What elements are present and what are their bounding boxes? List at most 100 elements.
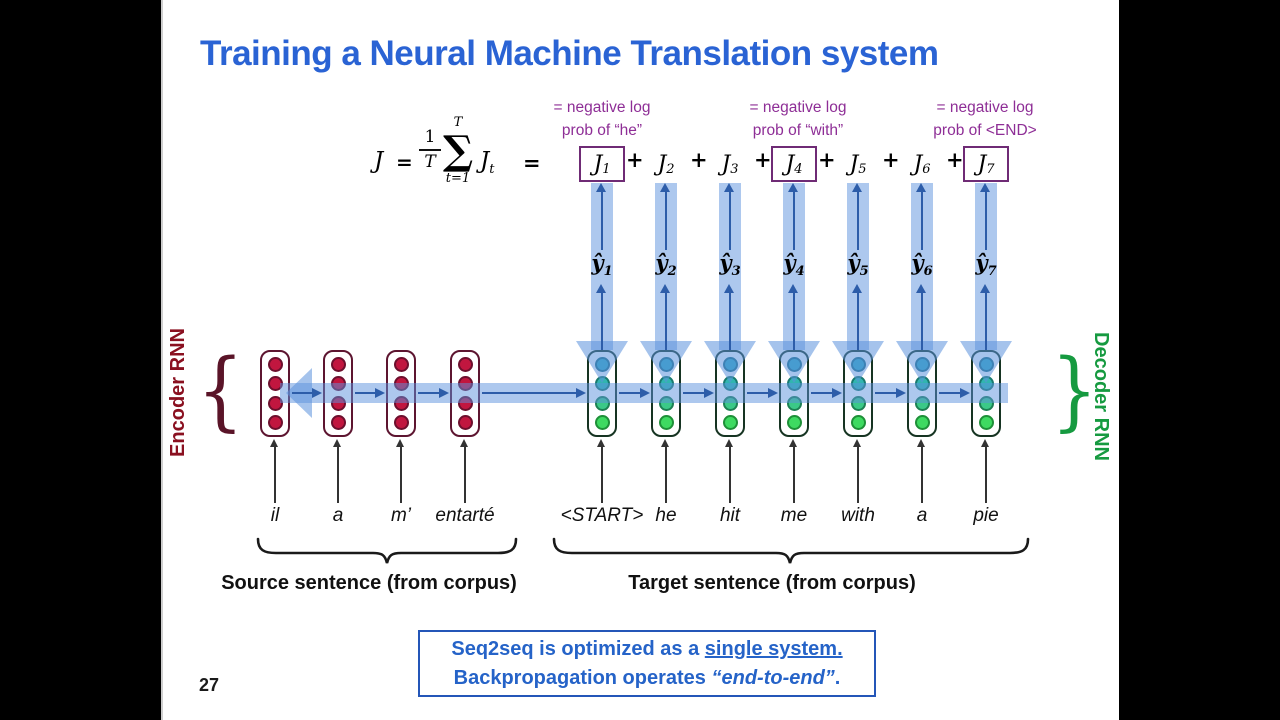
hidden-state-arrowhead-right — [768, 388, 778, 398]
hidden-state-arrowhead-right — [576, 388, 586, 398]
formula-summation: T ∑ t=1 — [441, 116, 475, 186]
yhat-label-7: ŷ7 — [962, 250, 1010, 279]
forward-arrow-line — [793, 292, 795, 350]
source-word: il — [270, 505, 280, 526]
yhat-label-6: ŷ6 — [898, 250, 946, 279]
encoder-cell-state-circle — [393, 414, 409, 430]
hidden-state-arrow-line — [875, 392, 897, 394]
callout-line1: Seq2seq is optimized as a single system. — [451, 638, 843, 660]
yhat-symbol: ŷ — [591, 250, 604, 275]
word-input-arrowhead-up — [789, 439, 797, 447]
yhat-subscript: 6 — [923, 264, 933, 279]
yhat-subscript: 5 — [859, 264, 869, 279]
encoder-rnn-label: Encoder RNN — [166, 327, 189, 457]
hidden-state-arrow-line — [619, 392, 641, 394]
slide-title: Training a Neural Machine Translation sy… — [200, 34, 939, 73]
gradient-band-vertical — [591, 183, 613, 350]
plus-sign: + — [754, 147, 772, 172]
forward-arrowhead-up — [788, 284, 798, 293]
hidden-state-arrowhead-right — [704, 388, 714, 398]
word-input-arrow-line — [729, 447, 731, 503]
word-input-arrowhead-up — [460, 439, 468, 447]
loss-subscript: 4 — [794, 161, 803, 177]
sum-lower-limit: t=1 — [445, 171, 471, 186]
source-word: entarté — [435, 505, 495, 526]
word-input-arrowhead-up — [981, 439, 989, 447]
target-word: with — [841, 505, 875, 526]
loss-subscript: 6 — [922, 161, 931, 177]
forward-arrow-line — [665, 292, 667, 350]
hidden-state-arrow-line — [747, 392, 769, 394]
loss-symbol: J — [721, 151, 731, 177]
sum-upper-limit: T — [453, 115, 463, 130]
encoder-cell-state-circle — [267, 414, 283, 430]
annotation-with: = negative log prob of “with” — [749, 99, 847, 139]
decoder-cell-state-circle — [594, 414, 610, 430]
decoder-cell-state-circle — [658, 414, 674, 430]
hidden-state-arrow-line — [355, 392, 376, 394]
encoder-cell-state-circle — [457, 414, 473, 430]
word-input-arrow-line — [793, 447, 795, 503]
loss-symbol: J — [593, 151, 603, 177]
forward-arrow-line — [857, 192, 859, 250]
hidden-state-arrowhead-right — [375, 388, 385, 398]
Jt-subscript: t — [489, 162, 495, 177]
yhat-subscript: 3 — [731, 264, 741, 279]
target-word: he — [655, 505, 677, 526]
loss-subscript: 3 — [730, 161, 739, 177]
forward-arrow-line — [601, 292, 603, 350]
formula-equals: = — [396, 150, 413, 174]
word-input-arrow-line — [274, 447, 276, 503]
encoder-cell-state-circle — [330, 357, 346, 372]
decoder-cell-state-circle — [850, 414, 866, 430]
forward-arrow-line — [665, 192, 667, 250]
forward-arrowhead-up — [596, 183, 606, 192]
source-sentence-caption: Source sentence (from corpus) — [221, 572, 517, 594]
hidden-state-arrow-line — [482, 392, 577, 394]
annotation-end: = negative log prob of <END> — [933, 99, 1037, 139]
yhat-symbol: ŷ — [655, 250, 668, 275]
hidden-state-arrowhead-right — [640, 388, 650, 398]
word-input-arrow-line — [857, 447, 859, 503]
forward-arrowhead-up — [660, 284, 670, 293]
loss-subscript: 7 — [986, 161, 995, 177]
annotation-he: = negative log prob of “he” — [553, 99, 651, 139]
loss-symbol: J — [657, 151, 667, 177]
plus-sign: + — [690, 147, 708, 172]
target-word: a — [916, 505, 928, 526]
forward-arrowhead-up — [724, 284, 734, 293]
word-input-arrow-line — [665, 447, 667, 503]
word-input-arrowhead-up — [270, 439, 278, 447]
word-input-arrowhead-up — [725, 439, 733, 447]
yhat-symbol: ŷ — [719, 250, 732, 275]
forward-arrow-line — [793, 192, 795, 250]
word-input-arrow-line — [985, 447, 987, 503]
encoder-brace: { — [197, 341, 244, 441]
word-input-arrow-line — [464, 447, 466, 503]
gradient-band-vertical — [975, 183, 997, 350]
gradient-band-vertical — [847, 183, 869, 350]
forward-arrow-line — [921, 292, 923, 350]
sigma-symbol: ∑ — [442, 127, 474, 174]
word-input-arrowhead-up — [917, 439, 925, 447]
forward-arrow-line — [921, 192, 923, 250]
hidden-state-arrowhead-right — [439, 388, 449, 398]
yhat-label-5: ŷ5 — [834, 250, 882, 279]
encoder-cell-state-circle — [267, 395, 283, 411]
hidden-state-arrow-line — [418, 392, 440, 394]
target-word: hit — [719, 505, 741, 526]
yhat-label-1: ŷ1 — [578, 250, 626, 279]
yhat-subscript: 2 — [667, 264, 677, 279]
encoder-cell-state-circle — [330, 414, 346, 430]
target-word: pie — [973, 505, 999, 526]
forward-arrow-line — [985, 292, 987, 350]
target-word: <START> — [560, 505, 644, 526]
seq2seq-callout-box: Seq2seq is optimized as a single system.… — [418, 630, 876, 697]
yhat-symbol: ŷ — [911, 250, 924, 275]
